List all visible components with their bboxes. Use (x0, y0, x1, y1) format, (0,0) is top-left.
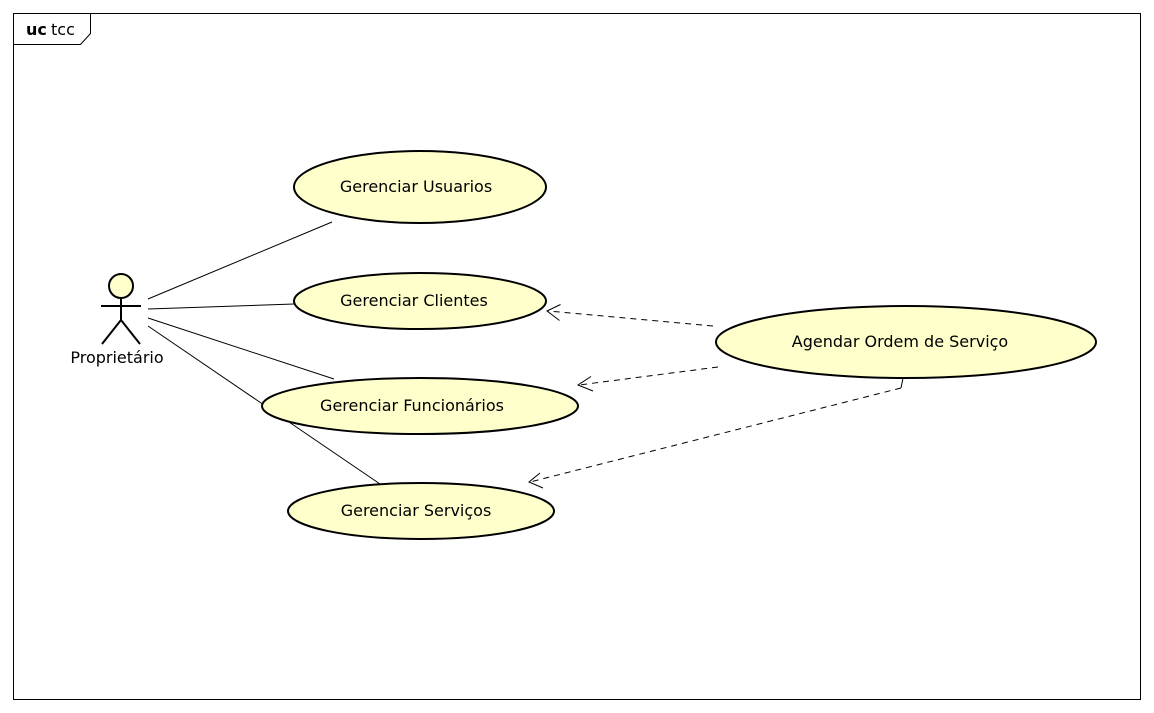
use-case-gerenciar-usuarios[interactable]: Gerenciar Usuarios (293, 150, 547, 224)
dependency-servicos (528, 377, 904, 489)
frame-name-tab (13, 13, 91, 45)
frame-keyword: uc (26, 20, 47, 39)
frame-name: tcc (51, 20, 75, 39)
actor-name: Proprietário (70, 348, 163, 367)
use-case-agendar-ordem-de-servico[interactable]: Agendar Ordem de Serviço (715, 305, 1097, 379)
open-arrowhead-icon (528, 472, 544, 489)
use-case-label: Agendar Ordem de Serviço (792, 332, 1008, 351)
open-arrowhead-icon (576, 376, 594, 392)
actor-head (108, 273, 134, 299)
use-case-gerenciar-clientes[interactable]: Gerenciar Clientes (293, 272, 547, 330)
actor-figure (101, 273, 141, 345)
use-case-gerenciar-funcionarios[interactable]: Gerenciar Funcionários (261, 377, 579, 435)
use-case-label: Gerenciar Clientes (340, 291, 488, 310)
use-case-label: Gerenciar Usuarios (340, 177, 492, 196)
association-line-usuarios (147, 221, 333, 300)
use-case-label: Gerenciar Serviços (341, 501, 492, 520)
dependency-clientes (546, 304, 714, 327)
dependency-funcionarios (576, 366, 719, 392)
open-arrowhead-icon (546, 304, 561, 321)
association-line-clientes (147, 303, 295, 310)
association-line-funcionarios (147, 317, 335, 380)
use-case-label: Gerenciar Funcionários (320, 396, 504, 415)
use-case-gerenciar-servicos[interactable]: Gerenciar Serviços (287, 482, 555, 540)
